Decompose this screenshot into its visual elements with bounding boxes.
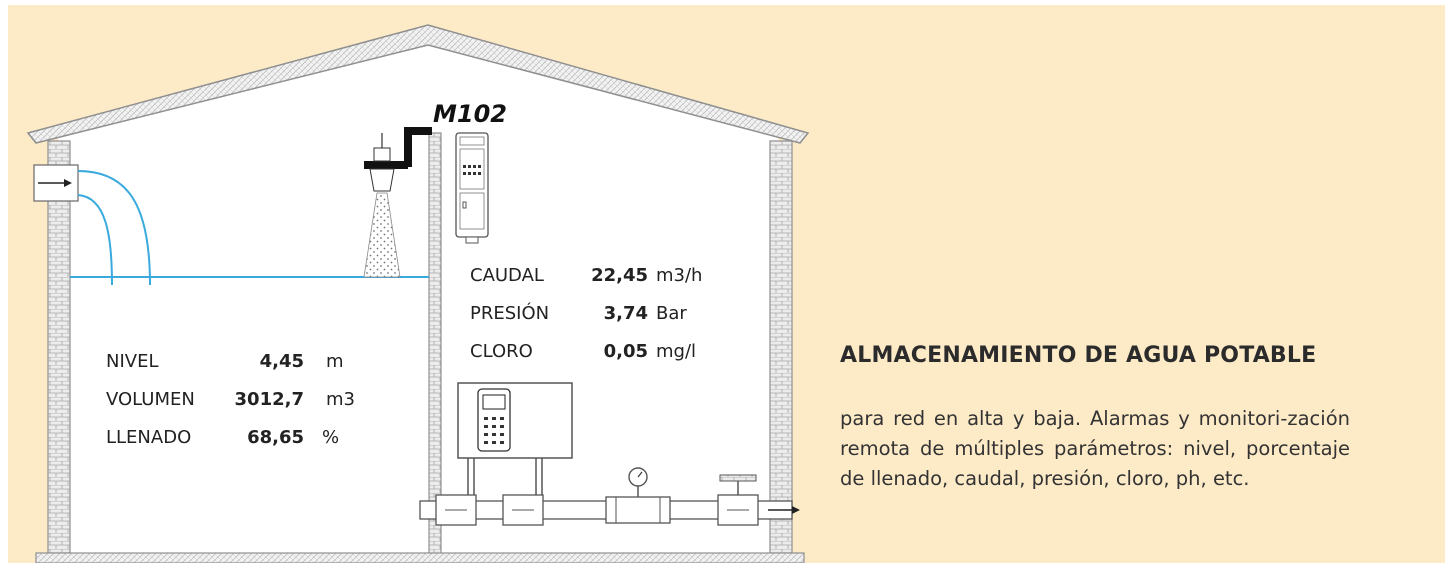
readout-value: 22,45: [591, 265, 648, 286]
readout-value: 3012,7: [234, 389, 304, 410]
readout-unit: mg/l: [656, 341, 697, 362]
outlet-arrow-icon: [768, 506, 800, 514]
readout-unit: m3/h: [656, 265, 703, 286]
panel: M102: [8, 5, 1445, 563]
right-wall: [769, 140, 793, 554]
readout-row-nivel: NIVEL 4,45 m: [106, 343, 366, 381]
readout-unit: %: [322, 427, 340, 448]
building-interior: [58, 37, 778, 553]
device-logo: M102: [433, 100, 507, 128]
readout-unit: m: [326, 351, 344, 372]
pipe-readout: CAUDAL 22,45 m3/h PRESIÓN 3,74 Bar CLORO…: [470, 257, 740, 371]
readout-row-volumen: VOLUMEN 3012,7 m3: [106, 381, 366, 419]
roof: [26, 24, 810, 144]
readout-value: 3,74: [603, 303, 648, 324]
partition-wall: [428, 132, 442, 556]
readout-label: NIVEL: [106, 351, 159, 372]
readout-value: 0,05: [603, 341, 648, 362]
readout-label: PRESIÓN: [470, 303, 550, 324]
water-storage-diagram: M102: [26, 24, 810, 563]
readout-row-caudal: CAUDAL 22,45 m3/h: [470, 257, 740, 295]
readout-row-llenado: LLENADO 68,65 %: [106, 419, 366, 457]
info-title: ALMACENAMIENTO DE AGUA POTABLE: [840, 343, 1317, 368]
readout-row-presion: PRESIÓN 3,74 Bar: [470, 295, 740, 333]
left-wall: [47, 140, 71, 554]
readout-label: LLENADO: [106, 427, 192, 448]
info-description: para red en alta y baja. Alarmas y monit…: [840, 407, 1350, 490]
controller-device-icon: [455, 132, 489, 244]
readout-label: VOLUMEN: [106, 389, 195, 410]
floor: [35, 552, 805, 563]
radar-level-sensor-icon: [363, 127, 432, 278]
info-block: ALMACENAMIENTO DE AGUA POTABLE para red …: [840, 335, 1350, 494]
inlet-arrow-icon: [38, 179, 72, 187]
readout-value: 68,65: [247, 427, 304, 448]
readout-value: 4,45: [259, 351, 304, 372]
readout-unit: m3: [326, 389, 355, 410]
control-panel-keypad-icon: [457, 382, 573, 505]
valve-icon: [717, 474, 759, 526]
readout-row-cloro: CLORO 0,05 mg/l: [470, 333, 740, 371]
readout-label: CAUDAL: [470, 265, 544, 286]
readout-unit: Bar: [656, 303, 687, 324]
readout-label: CLORO: [470, 341, 533, 362]
inlet-water-stream: [77, 170, 151, 286]
pressure-gauge-icon: [628, 467, 648, 501]
flow-meter-icon: [605, 496, 671, 524]
tank-readout: NIVEL 4,45 m VOLUMEN 3012,7 m3 LLENADO 6…: [106, 343, 366, 457]
